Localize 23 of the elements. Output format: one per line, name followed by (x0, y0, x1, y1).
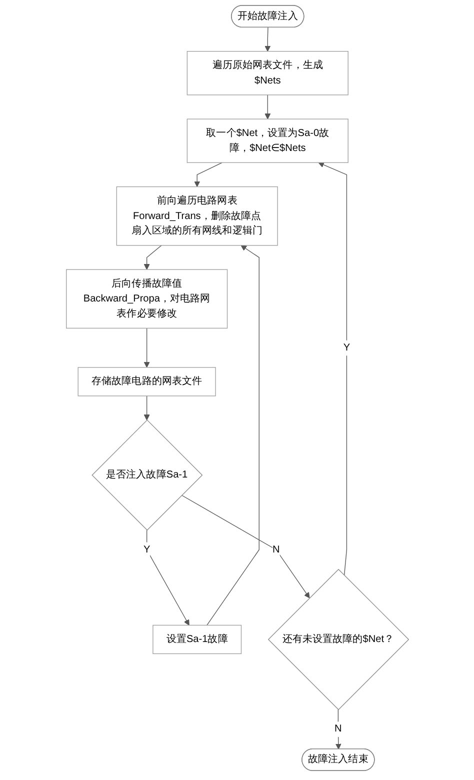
arrow (264, 27, 270, 52)
arrow (194, 162, 222, 188)
arrow (146, 530, 189, 626)
node-box: 遍历原始网表文件，生成$Nets (186, 50, 348, 96)
arrow (334, 709, 341, 750)
arrow (143, 396, 150, 420)
edge-label: Y (342, 342, 350, 354)
node-box: 取一个$Net，设置为Sa-0故障，$Net∈$Nets (186, 118, 348, 163)
node-box: 前向遍历电路网表Forward_Trans，删除故障点扇入区域的所有网线和逻辑门 (116, 186, 278, 246)
arrow (143, 328, 150, 368)
node-box: 存储故障电路的网表文件 (77, 367, 216, 396)
node-diamond: 是否注入故障Sa-1 (91, 420, 202, 531)
arrow (180, 494, 310, 598)
edge-label: N (272, 544, 280, 555)
arrow (143, 245, 162, 270)
node-diamond: 还有未设置故障的$Net？ (267, 568, 409, 710)
arrow (318, 162, 347, 576)
node-box: 设置Sa-1故障 (152, 624, 242, 654)
arrow (206, 245, 259, 626)
arrow (264, 94, 270, 120)
edge-label: Y (142, 544, 150, 555)
node-box: 后向传播故障值Backward_Propa，对电路网表作必要修改 (66, 269, 228, 329)
edge-label: N (334, 723, 342, 734)
